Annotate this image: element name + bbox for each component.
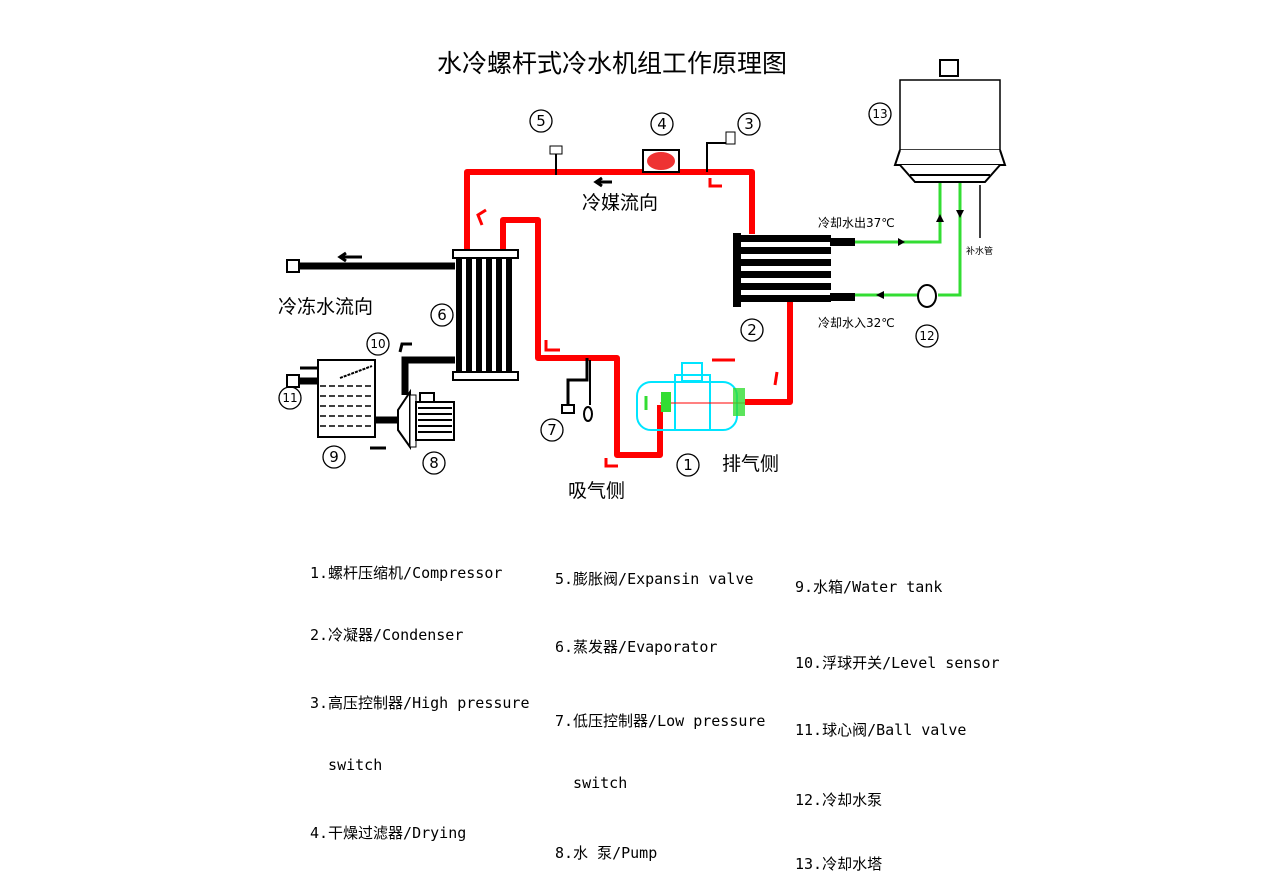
callout-6: 6 — [437, 306, 447, 324]
chilled-water-pipes — [292, 262, 455, 424]
callout-12: 12 — [919, 329, 934, 343]
legend-column-1: 1.螺杆压缩机/Compressor 2.冷凝器/Condenser 3.高压控… — [310, 528, 530, 860]
refrigerant-flow-label: 冷媒流向 — [582, 192, 658, 214]
callouts — [278, 102, 939, 477]
high-pressure-switch — [706, 131, 736, 172]
legend-item: 7.低压控制器/Low pressure — [555, 712, 766, 730]
evaporator — [452, 249, 519, 381]
legend-item: 3.高压控制器/High pressure — [310, 694, 530, 712]
suction-line — [500, 217, 663, 458]
legend-item: 2.冷凝器/Condenser — [310, 626, 464, 644]
callout-4: 4 — [657, 115, 667, 133]
level-sensor — [339, 365, 373, 379]
cooling-water-in-label: 冷却水入32℃ — [818, 316, 895, 330]
legend-column-2: 5.膨胀阀/Expansin valve 6.蒸发器/Evaporator 7.… — [555, 534, 765, 880]
refrigerant-flow-arrows — [476, 176, 779, 468]
callout-8: 8 — [429, 454, 439, 472]
ball-valve — [286, 374, 300, 388]
legend-item: 1.螺杆压缩机/Compressor — [310, 564, 503, 582]
diagram-title: 水冷螺杆式冷水机组工作原理图 — [436, 49, 787, 78]
callout-11: 11 — [282, 391, 297, 405]
callout-3: 3 — [744, 115, 754, 133]
legend-item: switch — [555, 774, 628, 792]
cooling-water-out-label: 冷却水出37℃ — [818, 216, 895, 230]
legend-item: 13.冷却水塔 — [795, 855, 883, 873]
condenser — [733, 233, 855, 307]
callout-9: 9 — [329, 448, 339, 466]
discharge-side-label: 排气侧 — [722, 453, 779, 475]
refrigerant-pipes — [464, 169, 793, 458]
discharge-line — [745, 300, 793, 405]
suction-side-label: 吸气侧 — [568, 480, 625, 502]
water-pump — [397, 388, 455, 451]
chilled-water-flow-label: 冷冻水流向 — [278, 296, 373, 318]
callout-5: 5 — [536, 112, 546, 130]
screw-compressor — [636, 362, 745, 431]
legend-column-3: 9.水箱/Water tank 10.浮球开关/Level sensor 11.… — [795, 542, 1000, 891]
legend-item: switch — [310, 756, 383, 774]
legend-item: 12.冷却水泵 — [795, 791, 883, 809]
ball-valve-outlet — [286, 259, 300, 273]
high-pressure-line — [464, 169, 755, 252]
filter-drier — [642, 149, 680, 173]
callout-13: 13 — [872, 107, 887, 121]
callout-1: 1 — [683, 456, 693, 474]
chilled-water-arrows — [300, 251, 412, 450]
cooling-water-arrows — [876, 210, 964, 299]
water-tank — [317, 359, 376, 438]
legend-item: 4.干燥过滤器/Drying — [310, 824, 467, 842]
makeup-pipe-label: 补水管 — [966, 245, 993, 257]
cooling-tower — [893, 59, 1007, 183]
expansion-valve — [549, 145, 563, 175]
legend-item: 11.球心阀/Ball valve — [795, 721, 967, 739]
cooling-water-pump — [917, 284, 937, 308]
chiller-schematic: 1 2 3 4 5 6 7 8 9 10 11 12 13 冷媒流向 冷冻水流向… — [278, 59, 1007, 502]
legend-item: 10.浮球开关/Level sensor — [795, 654, 1000, 672]
legend-item: 8.水 泵/Pump — [555, 844, 658, 862]
callout-2: 2 — [747, 321, 757, 339]
legend-item: 5.膨胀阀/Expansin valve — [555, 570, 754, 588]
legend-item: 6.蒸发器/Evaporator — [555, 638, 718, 656]
legend-item: 9.水箱/Water tank — [795, 578, 943, 596]
low-pressure-switch — [561, 358, 593, 422]
callout-10: 10 — [370, 337, 385, 351]
callout-7: 7 — [547, 421, 557, 439]
